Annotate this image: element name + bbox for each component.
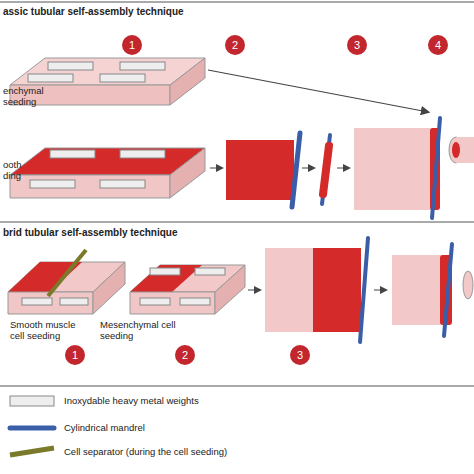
section-title: assic tubular self-assembly technique [3, 6, 203, 18]
step-circle: 1 [65, 345, 85, 365]
step-circle: 2 [225, 35, 245, 55]
step-number: 2 [232, 39, 238, 51]
step-number: 4 [435, 39, 441, 51]
step-number: 1 [72, 349, 78, 361]
legend-text: Cell separator (during the cell seeding) [64, 446, 227, 457]
step-number: 1 [129, 39, 135, 51]
step-number: 2 [182, 349, 188, 361]
step-circle: 4 [428, 35, 448, 55]
seeding-label: ooth ding [3, 160, 37, 182]
step-circle: 2 [175, 345, 195, 365]
section-title: brid tubular self-assembly technique [3, 227, 223, 239]
step-circle: 3 [290, 345, 310, 365]
seeding-label: Smooth muscle cell seeding [10, 320, 90, 342]
step-circle: 3 [347, 35, 367, 55]
step-number: 3 [354, 39, 360, 51]
legend-text: Inoxydable heavy metal weights [64, 395, 199, 406]
step-number: 3 [297, 349, 303, 361]
step-circle: 1 [122, 35, 142, 55]
seeding-label: enchymal seeding [3, 86, 43, 108]
legend-text: Cylindrical mandrel [64, 422, 145, 433]
seeding-label: Mesenchymal cell seeding [100, 320, 180, 342]
